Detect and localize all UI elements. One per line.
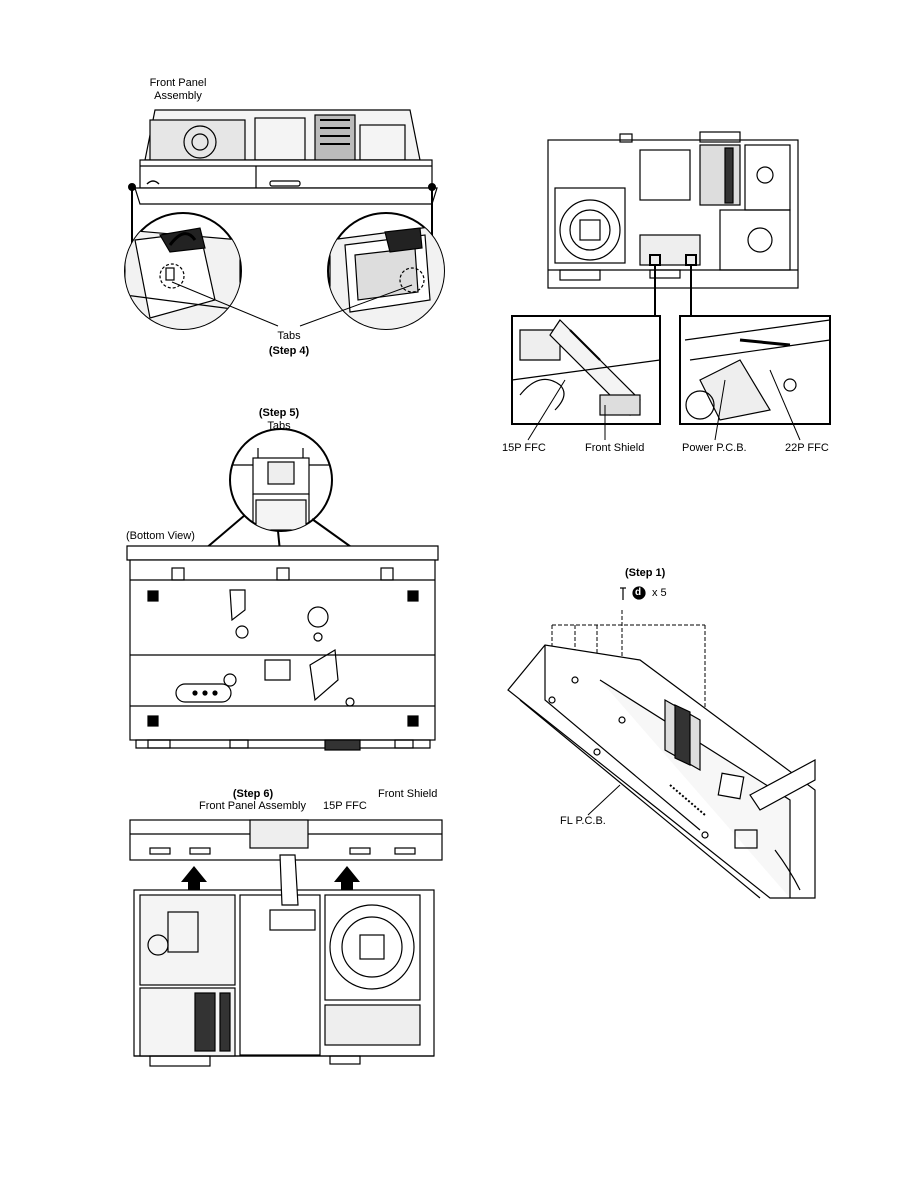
fig3-front-panel-label: Front Panel Assembly bbox=[199, 800, 306, 812]
fig1-front-panel-line1: Front Panel bbox=[149, 77, 207, 89]
fig4-15p-label: 15P FFC bbox=[502, 442, 546, 454]
fig4-front-shield-label: Front Shield bbox=[585, 442, 645, 454]
fig4-unit-top-view bbox=[547, 131, 799, 289]
fig1-detail-left bbox=[124, 212, 242, 330]
fig5-screw bbox=[620, 586, 646, 600]
fig2-step-label: (Step 5) bbox=[258, 407, 300, 419]
fig1-tab-leaders bbox=[171, 281, 413, 327]
fig1-front-panel-line2: Assembly bbox=[154, 90, 202, 102]
fig3-unit-top-view bbox=[133, 854, 435, 1067]
fig3-up-arrows bbox=[181, 866, 360, 898]
fig4-22p-label: 22P FFC bbox=[785, 442, 829, 454]
fig5-step-label: (Step 1) bbox=[625, 567, 666, 579]
fig5-screw-count: x 5 bbox=[652, 587, 667, 599]
fig3-step-label: (Step 6) bbox=[232, 788, 274, 800]
fig3-front-shield-label: Front Shield bbox=[378, 788, 438, 800]
fig4-callout-lines bbox=[649, 254, 697, 316]
fig1-tabs-label: Tabs bbox=[277, 330, 301, 342]
fig2-tabs-label: Tabs bbox=[267, 420, 291, 432]
fig2-unit-bottom-view bbox=[126, 545, 439, 751]
fig5-panel-assembly bbox=[507, 644, 816, 899]
fig5-leaders bbox=[587, 784, 621, 816]
fig5-fl-pcb-label: FL P.C.B. bbox=[560, 815, 606, 827]
fig1-detail-right bbox=[327, 212, 445, 330]
fig4-power-pcb-label: Power P.C.B. bbox=[682, 442, 747, 454]
fig2-view-label: (Bottom View) bbox=[126, 530, 195, 542]
fig3-15p-label: 15P FFC bbox=[323, 800, 367, 812]
fig2-tab-detail bbox=[229, 428, 333, 532]
fig4-detail-left bbox=[511, 315, 661, 425]
fig1-step-label: (Step 4) bbox=[268, 345, 310, 357]
fig1-front-panel-label: Front Panel Assembly bbox=[138, 77, 218, 103]
fig3-front-panel bbox=[129, 819, 443, 861]
fig4-leaders bbox=[527, 369, 801, 441]
fig4-detail-right bbox=[679, 315, 831, 425]
fig5-screw-letter: d bbox=[635, 587, 642, 598]
fig1-unit-top-view bbox=[134, 109, 438, 205]
